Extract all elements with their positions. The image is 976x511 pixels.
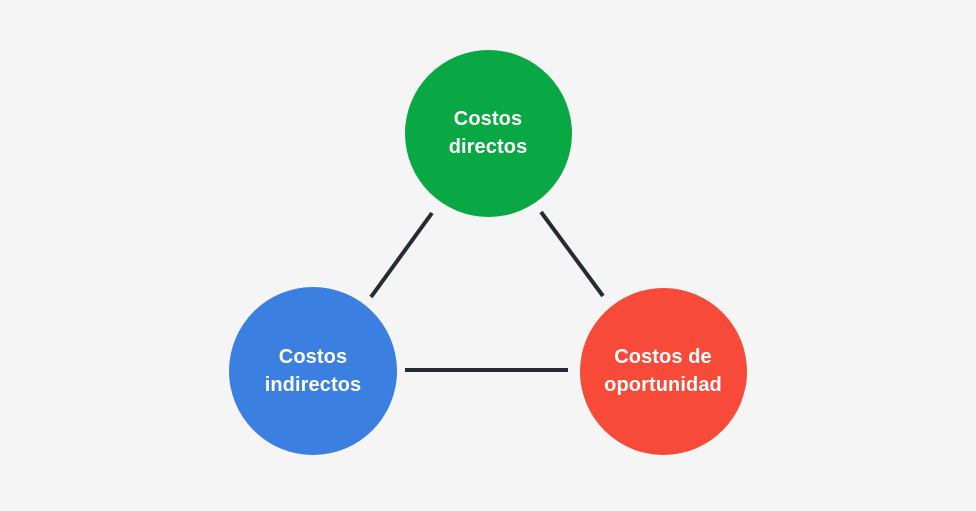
node-costos-de-oportunidad[interactable]: Costos de oportunidad: [579, 287, 747, 455]
node-costos-directos[interactable]: Costos directos: [404, 49, 572, 217]
node-label-costos-de-oportunidad: Costos de oportunidad: [604, 346, 722, 396]
connector-directos-oportunidad: [539, 210, 605, 298]
node-label-costos-directos: Costos directos: [448, 108, 528, 158]
node-costos-indirectos[interactable]: Costos indirectos: [229, 287, 397, 455]
node-label-costos-indirectos: Costos indirectos: [264, 346, 362, 396]
connector-indirectos-directos: [369, 211, 434, 299]
